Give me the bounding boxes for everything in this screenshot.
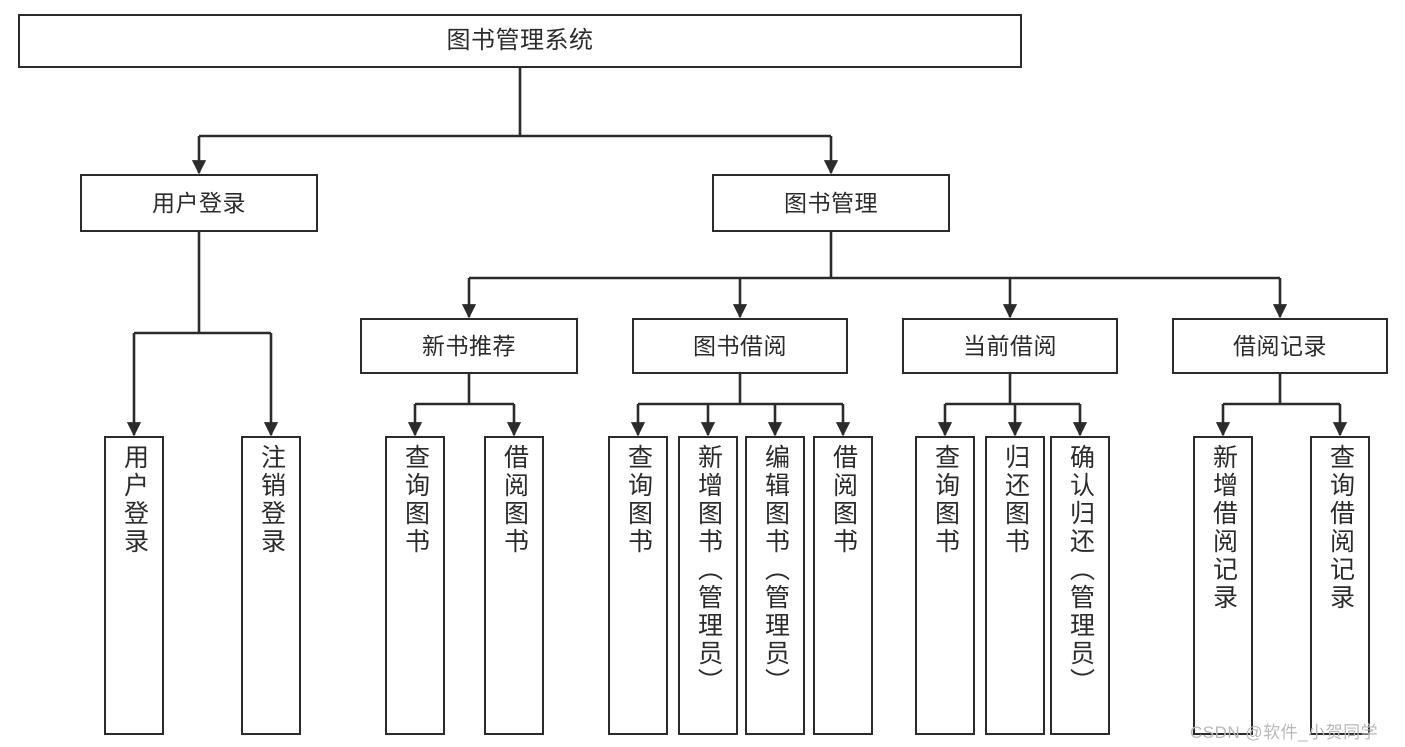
node-leaf-return-book[interactable]: 归还图书 [985,436,1045,735]
node-leaf-query-record[interactable]: 查询借阅记录 [1310,436,1370,735]
node-leaf-borrow-book-1[interactable]: 借阅图书 [484,436,544,735]
node-label-leaf-borrow-book-1: 借阅图书 [500,444,529,556]
node-label-leaf-add-record: 新增借阅记录 [1209,444,1238,612]
node-root[interactable]: 图书管理系统 [18,14,1022,68]
node-leaf-add-record[interactable]: 新增借阅记录 [1193,436,1253,735]
node-label-bookmgmt: 图书管理 [784,189,878,216]
node-label-leaf-edit-book: 编辑图书（管理员） [761,444,790,696]
node-label-leaf-user-login: 用户登录 [120,444,149,556]
watermark: CSDN @软件_小贺同学 [1190,723,1379,742]
node-label-leaf-add-book: 新增图书（管理员） [694,444,723,696]
node-login[interactable]: 用户登录 [80,174,318,232]
node-label-borrow: 图书借阅 [693,332,787,359]
node-leaf-edit-book[interactable]: 编辑图书（管理员） [745,436,805,735]
node-leaf-query-book-2[interactable]: 查询图书 [608,436,668,735]
node-records[interactable]: 借阅记录 [1172,318,1388,374]
node-bookmgmt[interactable]: 图书管理 [712,174,950,232]
node-label-leaf-query-book-2: 查询图书 [624,444,653,556]
node-leaf-query-book-3[interactable]: 查询图书 [915,436,975,735]
node-label-leaf-query-book-3: 查询图书 [931,444,960,556]
node-label-login: 用户登录 [152,189,246,216]
node-borrow[interactable]: 图书借阅 [632,318,848,374]
node-leaf-query-book-1[interactable]: 查询图书 [385,436,445,735]
node-leaf-confirm-return[interactable]: 确认归还（管理员） [1050,436,1110,735]
node-leaf-user-login[interactable]: 用户登录 [104,436,164,735]
node-label-records: 借阅记录 [1233,332,1327,359]
node-label-leaf-borrow-book-2: 借阅图书 [829,444,858,556]
node-newbook[interactable]: 新书推荐 [360,318,578,374]
node-current[interactable]: 当前借阅 [902,318,1118,374]
node-label-leaf-user-logout: 注销登录 [257,444,286,556]
node-label-current: 当前借阅 [963,332,1057,359]
node-label-leaf-confirm-return: 确认归还（管理员） [1066,444,1095,696]
node-label-leaf-query-book-1: 查询图书 [401,444,430,556]
node-leaf-user-logout[interactable]: 注销登录 [241,436,301,735]
node-leaf-add-book[interactable]: 新增图书（管理员） [678,436,738,735]
node-label-leaf-query-record: 查询借阅记录 [1326,444,1355,612]
node-label-leaf-return-book: 归还图书 [1001,444,1030,556]
node-label-newbook: 新书推荐 [422,332,516,359]
node-leaf-borrow-book-2[interactable]: 借阅图书 [813,436,873,735]
node-label-root: 图书管理系统 [446,27,594,55]
